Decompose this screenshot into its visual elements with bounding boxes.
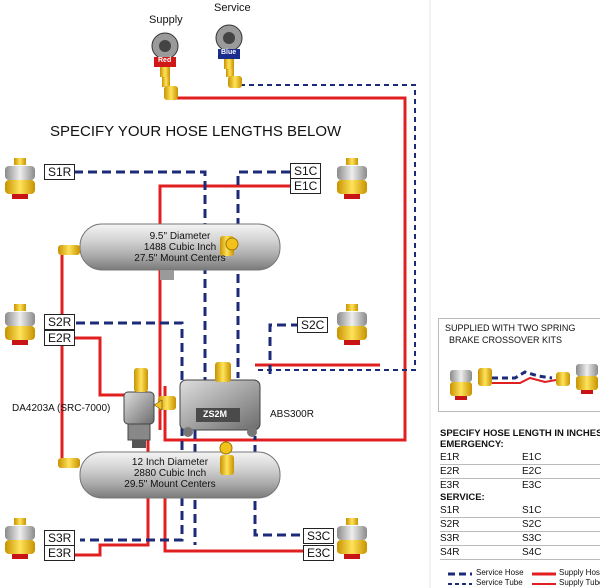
chamber-1c xyxy=(337,158,367,199)
table-divider xyxy=(440,531,600,532)
table-divider xyxy=(440,478,600,479)
service-gladhand xyxy=(215,24,243,88)
brake-chambers xyxy=(5,158,367,559)
crossover-kit-line1: SUPPLIED WITH TWO SPRING xyxy=(445,323,576,333)
chamber-2c xyxy=(337,304,367,345)
chamber-3c xyxy=(337,518,367,559)
table-cell-s3r: S3R xyxy=(440,533,460,544)
table-cell-s3c: S3C xyxy=(522,533,542,544)
supply-lines xyxy=(60,96,407,557)
table-divider xyxy=(440,559,600,560)
service-label: Service xyxy=(214,2,251,14)
table-cell-s4c: S4C xyxy=(522,547,542,558)
service-gladhand-tag: Blue xyxy=(221,49,237,56)
supply-gladhand-tag: Red xyxy=(158,57,172,64)
lower-tank-diameter: 12 Inch Diameter xyxy=(131,457,209,468)
da4203a-label: DA4203A (SRC-7000) xyxy=(12,403,111,414)
upper-tank-diameter: 9.5" Diameter xyxy=(149,231,211,242)
table-cell-e1r: E1R xyxy=(440,452,460,463)
table-cell-s2r: S2R xyxy=(440,519,460,530)
hose-label-s2r: S2R xyxy=(44,314,76,330)
da4203a-valve xyxy=(123,368,176,448)
table-cell-s1r: S1R xyxy=(440,505,460,516)
table-cell-e3r: E3R xyxy=(440,480,460,491)
lower-air-tank xyxy=(58,441,281,499)
crossover-kit-illustration xyxy=(450,364,598,400)
hose-label-s3r: S3R xyxy=(44,530,76,546)
hose-label-s1c: S1C xyxy=(290,163,322,179)
table-cell-e1c: E1C xyxy=(522,452,542,463)
table-cell-e2r: E2R xyxy=(440,466,460,477)
table-divider xyxy=(440,464,600,465)
legend-supply-tube: Supply Tube xyxy=(559,578,600,587)
service-heading: SERVICE: xyxy=(440,492,485,503)
lower-tank-mount: 29.5" Mount Centers xyxy=(124,479,216,490)
supply-label: Supply xyxy=(149,14,183,26)
service-tube-lines xyxy=(240,84,416,371)
lower-tank-specs: 12 Inch Diameter 2880 Cubic Inch 29.5" M… xyxy=(90,457,250,490)
abs300r-valve xyxy=(179,362,261,437)
legend-swatches xyxy=(448,572,556,585)
hose-label-e1c: E1C xyxy=(290,178,322,194)
length-table-title: SPECIFY HOSE LENGTH IN INCHES xyxy=(440,428,600,439)
legend-service-tube: Service Tube xyxy=(476,578,523,587)
table-cell-s4r: S4R xyxy=(440,547,460,558)
hose-label-e3r: E3R xyxy=(44,545,76,561)
upper-tank-mount: 27.5" Mount Centers xyxy=(134,253,226,264)
table-divider xyxy=(440,517,600,518)
lower-tank-volume: 2880 Cubic Inch xyxy=(133,468,207,479)
hose-label-s3c: S3C xyxy=(303,528,335,544)
hose-label-e2r: E2R xyxy=(44,330,76,346)
table-cell-e3c: E3C xyxy=(522,480,542,491)
crossover-kit-box: SUPPLIED WITH TWO SPRING BRAKE CROSSOVER… xyxy=(438,318,600,412)
abs-plate: ZS2M xyxy=(203,409,228,419)
upper-air-tank xyxy=(58,223,281,280)
table-cell-s1c: S1C xyxy=(522,505,542,516)
supply-gladhand xyxy=(151,32,179,100)
page-heading: SPECIFY YOUR HOSE LENGTHS BELOW xyxy=(50,123,342,140)
upper-tank-specs: 9.5" Diameter 1488 Cubic Inch 27.5" Moun… xyxy=(100,231,260,264)
upper-tank-volume: 1488 Cubic Inch xyxy=(143,242,217,253)
legend-service-hose: Service Hose xyxy=(476,568,524,577)
table-cell-e2c: E2C xyxy=(522,466,542,477)
hose-label-s1r: S1R xyxy=(44,164,76,180)
hose-label-e3c: E3C xyxy=(303,545,335,561)
hose-label-s2c: S2C xyxy=(297,317,329,333)
chamber-2r xyxy=(5,304,35,345)
abs300r-label: ABS300R xyxy=(270,409,314,420)
chamber-3r xyxy=(5,518,35,559)
table-cell-s2c: S2C xyxy=(522,519,542,530)
table-divider xyxy=(440,545,600,546)
legend-supply-hose: Supply Hose xyxy=(559,568,600,577)
crossover-kit-line2: BRAKE CROSSOVER KITS xyxy=(449,335,563,345)
chamber-1r xyxy=(5,158,35,199)
emergency-heading: EMERGENCY: xyxy=(440,439,504,450)
